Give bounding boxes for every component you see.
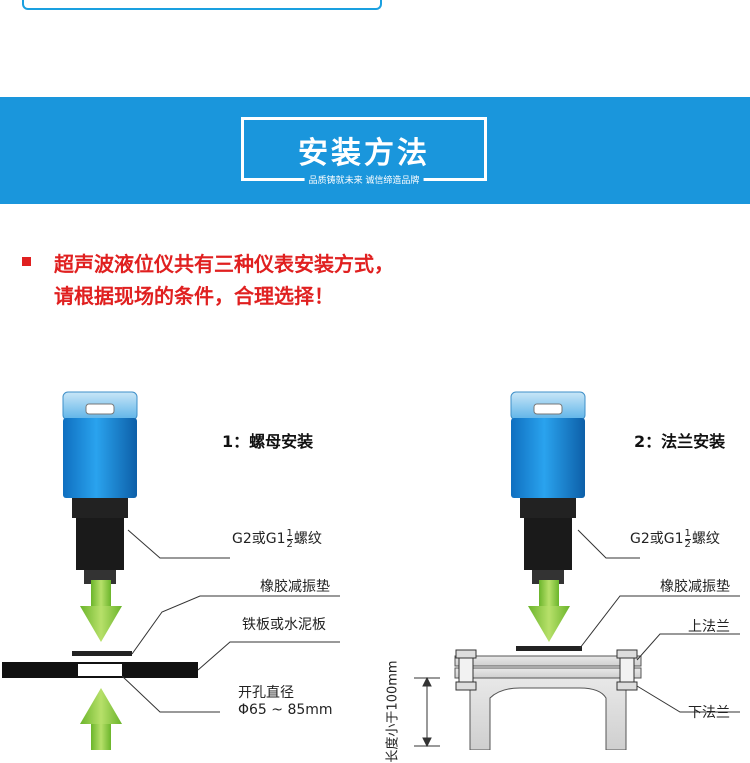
arrow-up-icon-1 [80, 688, 122, 750]
lower-flange-label: 下法兰 [688, 705, 730, 721]
gasket-2 [516, 646, 582, 651]
title-box: 安装方法 品质铸就未来 诚信缔造品牌 [241, 117, 487, 186]
intro-text: 超声波液位仪共有三种仪表安装方式， 请根据现场的条件，合理选择！ [22, 248, 394, 312]
method-1-heading: 1：螺母安装 [222, 432, 314, 451]
method-1-gasket-label: 橡胶减振垫 [260, 579, 330, 595]
thread-suffix: 螺纹 [293, 531, 322, 547]
section-subtitle: 品质铸就未来 诚信缔造品牌 [304, 173, 424, 186]
thread-suffix: 螺纹 [691, 531, 720, 547]
arrow-down-icon-1 [80, 580, 122, 642]
thread-prefix: G2或G1 [232, 531, 286, 547]
section-title: 安装方法 [298, 136, 430, 171]
top-frame-decoration [22, 0, 382, 10]
method-1-plate-label: 铁板或水泥板 [242, 617, 326, 633]
section-banner: 安装方法 品质铸就未来 诚信缔造品牌 [0, 97, 750, 204]
method-1-hole-label: 开孔直径 [238, 685, 294, 701]
method-2-gasket-label: 橡胶减振垫 [660, 579, 730, 595]
upper-flange-label: 上法兰 [688, 619, 730, 635]
gasket-1 [72, 651, 132, 656]
flange-assembly [454, 649, 642, 751]
leader-lines-1 [121, 529, 340, 713]
method-1-hole-size: Φ65 ~ 85mm [238, 702, 333, 718]
height-dimension [414, 676, 440, 748]
sensor-1 [62, 391, 138, 584]
leader-lines-2 [577, 529, 740, 713]
sensor-2 [510, 391, 586, 584]
steel-plate [2, 662, 198, 678]
thread-prefix: G2或G1 [630, 531, 684, 547]
intro-line-1: 超声波液位仪共有三种仪表安装方式， [54, 252, 394, 276]
height-note-label: 长度小于100mm [385, 660, 401, 763]
intro-line-2: 请根据现场的条件，合理选择！ [54, 284, 334, 308]
arrow-down-icon-2 [528, 580, 570, 642]
bullet-square-icon [22, 257, 31, 266]
diagram-graphics [2, 391, 740, 751]
method-2-heading: 2：法兰安装 [634, 432, 726, 451]
